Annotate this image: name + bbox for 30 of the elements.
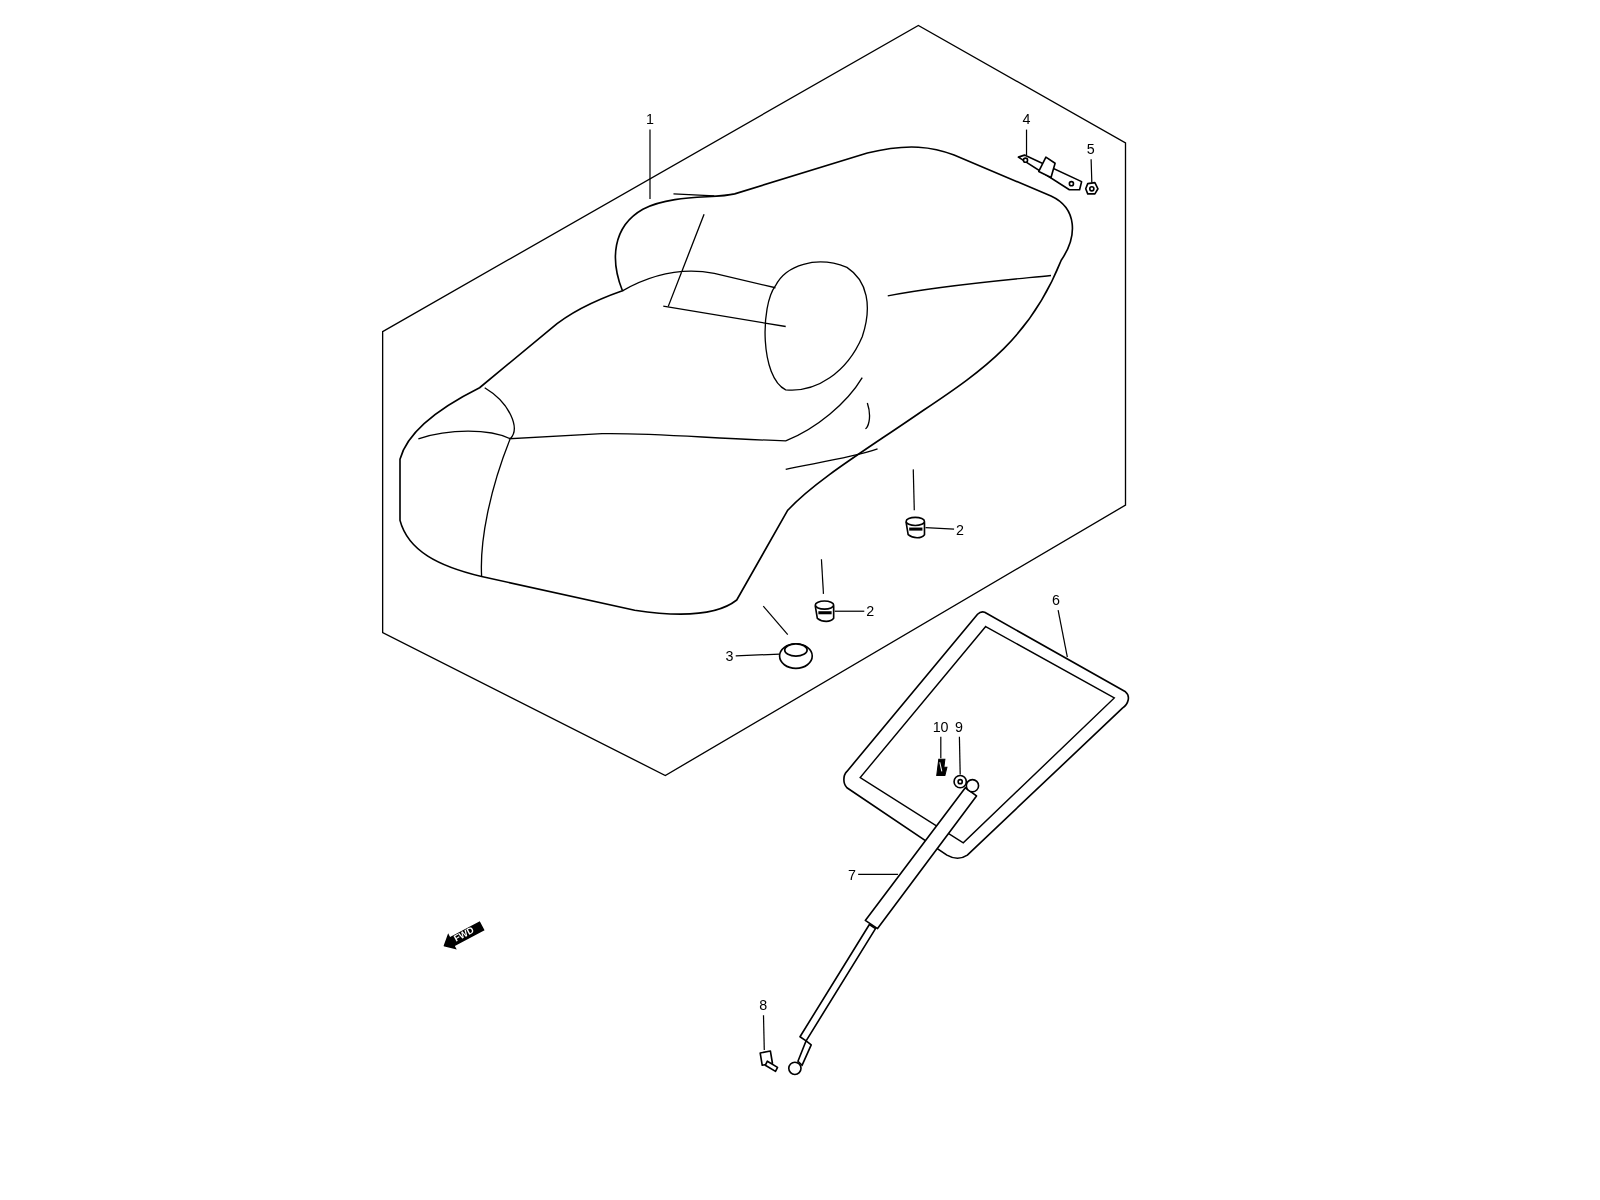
leader-line	[940, 736, 942, 759]
callout-number: 9	[955, 718, 964, 735]
leader-line	[649, 129, 651, 200]
rubber-damper-drawing	[813, 598, 836, 622]
clip-drawing	[933, 757, 948, 778]
bracket-drawing	[1016, 153, 1084, 194]
leader-line	[735, 653, 781, 657]
callout-number: 4	[1022, 111, 1031, 128]
leader-line	[834, 610, 865, 612]
callout-number: 3	[725, 647, 734, 665]
washer-drawing	[952, 773, 969, 790]
leader-line	[1090, 158, 1093, 184]
callout-number: 10	[932, 718, 949, 735]
callout-number: 8	[759, 996, 768, 1014]
callout-number: 2	[866, 603, 875, 620]
leader-line	[1025, 129, 1028, 156]
leader-line	[924, 526, 955, 530]
nut-drawing	[1084, 181, 1099, 196]
direction-label: FWD	[452, 924, 476, 945]
callout-number: 2	[956, 521, 965, 538]
leader-line	[1057, 609, 1068, 658]
callout-number: 5	[1086, 140, 1095, 158]
leader-line	[857, 873, 899, 876]
leader-line	[958, 736, 961, 776]
callout-number: 1	[645, 111, 654, 128]
callout-number: 6	[1052, 591, 1060, 609]
rubber-damper-drawing	[904, 515, 927, 538]
bolt-drawing	[757, 1048, 780, 1074]
callout-number: 7	[847, 866, 856, 883]
leader-line	[762, 1014, 765, 1051]
